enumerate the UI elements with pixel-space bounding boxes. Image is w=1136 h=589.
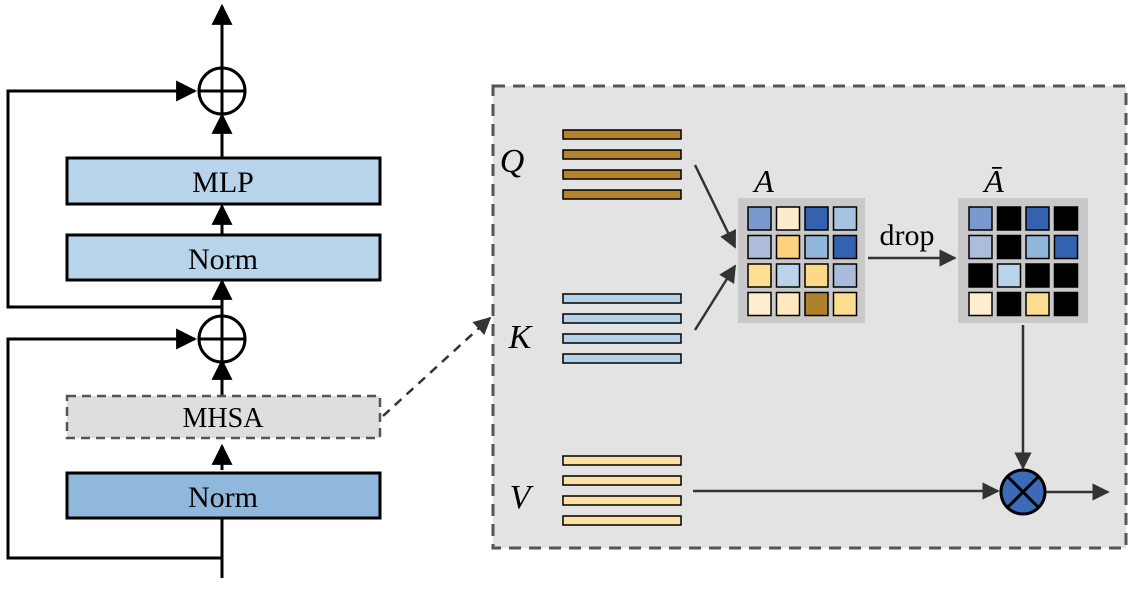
matrix-cell	[775, 234, 801, 260]
matrix-cell	[775, 206, 801, 231]
mlp-box	[65, 156, 382, 206]
matrix-cell	[1053, 234, 1079, 260]
matrix-cell	[832, 263, 858, 288]
attention-matrix-a-bar	[968, 206, 1079, 317]
k-bar	[562, 313, 682, 324]
matrix-cell	[996, 263, 1022, 288]
matrix-cell	[747, 234, 772, 260]
matrix-cell	[832, 291, 858, 317]
q-to-a-arrow	[693, 164, 737, 249]
matrix-cell	[968, 263, 993, 288]
q-label: Q	[500, 143, 525, 180]
k-label: K	[508, 319, 534, 356]
q-bar	[562, 189, 682, 200]
matrix-cell	[996, 234, 1022, 260]
matrix-cell	[1025, 206, 1050, 231]
residual-connection-upper	[6, 80, 222, 309]
matrix-cell	[968, 291, 993, 317]
matrix-cell	[996, 291, 1022, 317]
matrix-cell	[775, 263, 801, 288]
matrix-cell	[1025, 234, 1050, 260]
matrix-cell	[968, 234, 993, 260]
transformer-block: MLP Norm MHSA Norm	[6, 3, 382, 578]
mhsa-box	[65, 394, 382, 440]
matrix-cell	[832, 234, 858, 260]
matrix-cell	[747, 291, 772, 317]
matrix-cell	[747, 263, 772, 288]
matrix-cell	[968, 206, 993, 231]
q-bar	[562, 169, 682, 180]
q-bar	[562, 149, 682, 160]
k-to-a-arrow	[693, 264, 737, 331]
add-node-top	[197, 66, 247, 116]
k-bar	[562, 333, 682, 344]
matrix-cell	[804, 263, 829, 288]
mhsa-label: MHSA	[183, 403, 265, 434]
attention-panel: Q K V A drop	[491, 84, 1128, 550]
v-bar	[562, 455, 682, 466]
matrix-cell	[1053, 263, 1079, 288]
matrix-cell	[804, 291, 829, 317]
matrix-cell	[832, 206, 858, 231]
norm-bottom-label: Norm	[188, 481, 258, 514]
k-bar	[562, 293, 682, 304]
mlp-label: MLP	[192, 166, 254, 199]
add-node-bottom	[197, 314, 247, 364]
a-label: A	[752, 163, 774, 199]
matrix-cell	[747, 206, 772, 231]
attention-matrix-a	[747, 206, 858, 317]
drop-label: drop	[880, 219, 935, 252]
a-bar-label: Ā	[982, 163, 1004, 199]
matrix-cell	[804, 206, 829, 231]
norm-bottom-box	[65, 471, 382, 520]
matrix-cell	[1053, 206, 1079, 231]
norm-top-label: Norm	[188, 243, 258, 276]
matrix-cell	[804, 234, 829, 260]
q-bar	[562, 129, 682, 140]
v-bar	[562, 495, 682, 506]
v-bar	[562, 515, 682, 526]
q-token-bars	[562, 129, 682, 200]
norm-top-box	[65, 233, 382, 282]
residual-connection-lower	[6, 328, 222, 560]
matrix-cell	[1025, 291, 1050, 317]
v-token-bars	[562, 455, 682, 526]
matrix-cell	[1025, 263, 1050, 288]
v-bar	[562, 475, 682, 486]
matrix-cell	[775, 291, 801, 317]
k-token-bars	[562, 293, 682, 364]
zoom-dashed-arrow	[382, 316, 492, 417]
multiply-node	[999, 468, 1047, 516]
matrix-cell	[996, 206, 1022, 231]
matrix-cell	[1053, 291, 1079, 317]
k-bar	[562, 353, 682, 364]
